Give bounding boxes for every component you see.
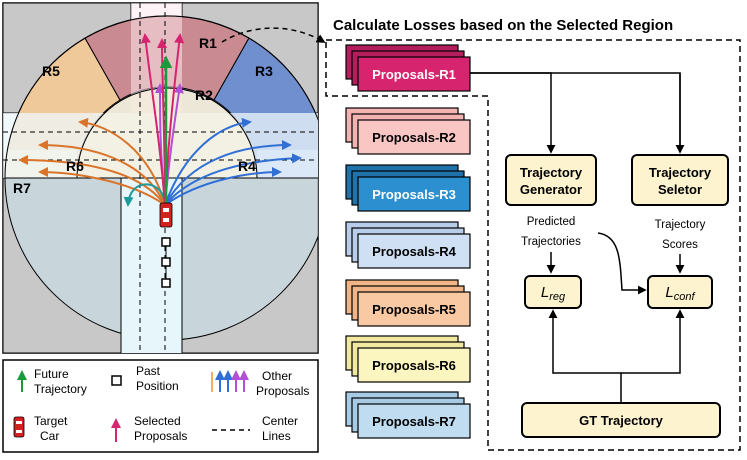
loss-conf-sub: conf — [674, 291, 696, 303]
legend-past-line2: Position — [136, 379, 179, 393]
legend-target-line1: Target — [34, 414, 68, 428]
proposal-label-r2: Proposals-R2 — [372, 130, 456, 145]
scores-label-line2: Scores — [662, 239, 698, 251]
region-label-r2: R2 — [195, 87, 213, 103]
svg-text:Lreg: Lreg — [541, 284, 566, 303]
proposal-label-r5: Proposals-R5 — [372, 302, 456, 317]
region-label-r1: R1 — [199, 35, 217, 51]
trajectory-selector-block: Trajectory Seletor — [631, 154, 729, 206]
svg-text:Lconf: Lconf — [665, 284, 695, 303]
legend-center-line2: Lines — [262, 429, 291, 443]
legend: Future Trajectory Past Position Other Pr… — [2, 359, 319, 453]
legend-selected-line2: Proposals — [134, 429, 187, 443]
legend-selected-line1: Selected — [134, 414, 181, 428]
legend-car-icon — [13, 416, 25, 438]
predicted-label-line1: Predicted — [527, 216, 576, 228]
proposal-label-r3: Proposals-R3 — [372, 187, 456, 202]
region-label-r5: R5 — [42, 63, 60, 79]
proposal-stack-r6: Proposals-R6 — [345, 335, 471, 383]
loss-conf-main: L — [665, 284, 673, 301]
trajectory-generator-block: Trajectory Generator — [505, 154, 597, 206]
r1-link-arrow — [221, 27, 326, 43]
region-label-r7: R7 — [13, 180, 31, 196]
generator-line1: Trajectory — [520, 165, 583, 180]
region-label-r3: R3 — [255, 63, 273, 79]
past-positions — [161, 237, 171, 288]
legend-past-line1: Past — [136, 364, 161, 378]
gt-trajectory-block: GT Trajectory — [521, 402, 721, 438]
generator-line2: Generator — [520, 182, 582, 197]
panel-title: Calculate Losses based on the Selected R… — [333, 17, 673, 34]
past-position-icon — [111, 375, 122, 386]
selector-line1: Trajectory — [649, 165, 712, 180]
legend-other-line2: Proposals — [256, 384, 309, 398]
loss-reg-box: Lreg — [524, 275, 582, 309]
loss-reg-main: L — [541, 284, 549, 301]
selected-region-frame — [325, 39, 741, 451]
loss-reg-sub: reg — [549, 291, 566, 303]
proposal-stack-r1: Proposals-R1 — [345, 44, 471, 92]
loss-conf-box: Lconf — [647, 275, 713, 309]
proposal-stack-r7: Proposals-R7 — [345, 391, 471, 439]
proposal-label-r6: Proposals-R6 — [372, 358, 456, 373]
proposal-stack-r2: Proposals-R2 — [345, 107, 471, 155]
proposal-stack-r4: Proposals-R4 — [345, 221, 471, 269]
proposal-label-r1: Proposals-R1 — [372, 67, 456, 82]
legend-future-line2: Trajectory — [34, 382, 87, 396]
proposal-label-r4: Proposals-R4 — [372, 244, 457, 259]
legend-future-line1: Future — [34, 367, 69, 381]
proposal-stack-r5: Proposals-R5 — [345, 279, 471, 327]
predicted-label-line2: Trajectories — [521, 236, 581, 248]
proposal-label-r7: Proposals-R7 — [372, 414, 456, 429]
region-label-r4: R4 — [238, 158, 256, 174]
region-label-r6: R6 — [66, 158, 84, 174]
proposal-stacks: Proposals-R1Proposals-R2Proposals-R3Prop… — [345, 44, 471, 439]
legend-target-line2: Car — [40, 429, 59, 443]
legend-other-line1: Other — [262, 369, 292, 383]
gt-label: GT Trajectory — [579, 413, 664, 428]
scores-label-line1: Trajectory — [655, 219, 706, 231]
scene-map: R1 R2 R3 R4 R5 R6 R7 — [2, 2, 319, 354]
proposal-stack-r3: Proposals-R3 — [345, 164, 471, 212]
selector-line2: Seletor — [658, 182, 702, 197]
target-car-icon — [159, 202, 173, 228]
legend-center-line1: Center — [262, 414, 298, 428]
